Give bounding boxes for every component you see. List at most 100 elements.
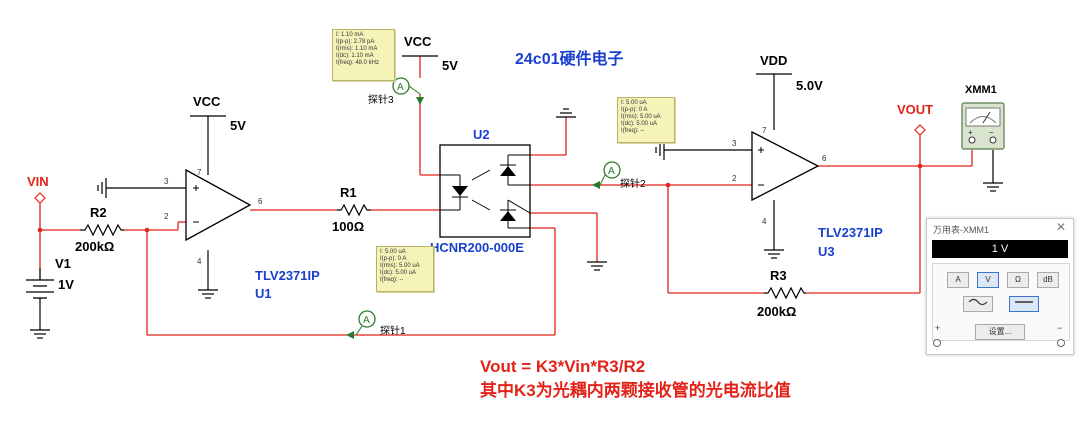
opamp-u1[interactable] bbox=[185, 168, 252, 242]
vin-terminal[interactable] bbox=[34, 192, 46, 204]
page-title: 24c01硬件电子 bbox=[515, 49, 624, 68]
vdd-label: VDD bbox=[760, 53, 787, 68]
u3-pin-vn: 4 bbox=[762, 217, 767, 226]
resistor-r1[interactable] bbox=[337, 203, 371, 217]
black-wires bbox=[39, 55, 994, 330]
u3-part: TLV2371IP bbox=[818, 225, 883, 240]
probe3-line: I(dc): 1.10 mA bbox=[336, 53, 374, 59]
u2-part: HCNR200-000E bbox=[430, 240, 524, 255]
vcc1-label: VCC bbox=[193, 94, 221, 109]
u3-pin-inn: 2 bbox=[732, 174, 737, 183]
resistor-r3[interactable] bbox=[764, 286, 806, 300]
multimeter-window[interactable]: 万用表-XMM1 ✕ 1 V A V Ω dB 设置... + − bbox=[926, 218, 1074, 355]
optocoupler-u2[interactable] bbox=[439, 144, 531, 238]
opamp-u3[interactable] bbox=[751, 130, 820, 202]
u1-pin-vn: 4 bbox=[197, 257, 202, 266]
net-vout-label: VOUT bbox=[897, 102, 933, 117]
r3-ref: R3 bbox=[770, 268, 787, 283]
mode-v-button[interactable]: V bbox=[977, 272, 999, 288]
u1-part: TLV2371IP bbox=[255, 268, 320, 283]
probe3-readout: I: 1.10 mA I(p-p): 2.78 pA I(rms): 1.10 … bbox=[332, 29, 395, 81]
net-vin-label: VIN bbox=[27, 174, 49, 189]
settings-button[interactable]: 设置... bbox=[975, 324, 1025, 340]
multimeter-title: 万用表-XMM1 bbox=[933, 225, 989, 235]
formula-line2: 其中K3为光耦内两颗接收管的光电流比值 bbox=[480, 380, 791, 400]
probe1-readout: I: 5.00 uA I(p-p): 0 A I(rms): 5.00 uA I… bbox=[376, 246, 434, 292]
u3-pin-out: 6 bbox=[822, 154, 827, 163]
junctions bbox=[37, 163, 923, 233]
probe3-ammeter-symbol: A bbox=[397, 82, 404, 93]
u3-pin-vp: 7 bbox=[762, 126, 767, 135]
u2-ref: U2 bbox=[473, 127, 490, 142]
ground-u3 bbox=[764, 249, 784, 259]
meter-plus-terminal[interactable] bbox=[933, 339, 941, 347]
probe1-line: I: 5.00 uA bbox=[380, 249, 406, 255]
close-icon[interactable]: ✕ bbox=[1055, 220, 1066, 234]
r1-ref: R1 bbox=[340, 185, 357, 200]
probe1-line: I(dc): 5.00 uA bbox=[380, 270, 417, 276]
r1-value: 100Ω bbox=[332, 219, 364, 234]
grounds bbox=[30, 108, 1003, 339]
u3-pin-inp: 3 bbox=[732, 139, 737, 148]
ground-v1 bbox=[30, 329, 50, 339]
xmm1-ref: XMM1 bbox=[965, 84, 997, 96]
probe1-line: I(freq): -- bbox=[380, 277, 404, 283]
ground-u2-bottom bbox=[587, 261, 607, 271]
probe3-line: I(rms): 1.10 mA bbox=[336, 46, 378, 52]
ground-u1-inp bbox=[97, 178, 107, 198]
probe3-line: I: 1.10 mA bbox=[336, 32, 364, 38]
probe3-line: I(p-p): 2.78 pA bbox=[336, 39, 375, 45]
xmm-plus-label: + bbox=[968, 128, 973, 137]
u1-pin-vp: 7 bbox=[197, 168, 202, 177]
r3-value: 200kΩ bbox=[757, 304, 796, 319]
vout-terminal[interactable] bbox=[914, 124, 926, 136]
vcc2-value: 5V bbox=[442, 58, 458, 73]
v1-value: 1V bbox=[58, 277, 74, 292]
probe1-line: I(rms): 5.00 uA bbox=[380, 263, 420, 269]
probe2-line: I(freq): -- bbox=[621, 128, 645, 134]
mode-ohm-button[interactable]: Ω bbox=[1007, 272, 1029, 288]
probe2-ammeter[interactable]: A bbox=[592, 161, 621, 189]
dc-mode-button[interactable] bbox=[1009, 296, 1039, 312]
u1-pin-inn: 2 bbox=[164, 212, 169, 221]
xmm-minus-label: − bbox=[989, 128, 994, 137]
r2-ref: R2 bbox=[90, 205, 107, 220]
u1-pin-inp: 3 bbox=[164, 177, 169, 186]
probe1-ammeter[interactable]: A bbox=[346, 310, 376, 339]
mode-db-button[interactable]: dB bbox=[1037, 272, 1059, 288]
probe1-ammeter-symbol: A bbox=[363, 315, 370, 326]
probe2-line: I: 5.00 uA bbox=[621, 100, 647, 106]
r2-value: 200kΩ bbox=[75, 239, 114, 254]
probe1-label: 探针1 bbox=[380, 324, 406, 337]
multimeter-xmm1-symbol[interactable]: + − bbox=[961, 102, 1005, 150]
wires bbox=[39, 56, 973, 336]
resistor-r2[interactable] bbox=[80, 223, 124, 237]
vcc1-value: 5V bbox=[230, 118, 246, 133]
probe2-ammeter-symbol: A bbox=[608, 166, 615, 177]
dc-line-icon bbox=[1015, 301, 1033, 303]
ground-u1 bbox=[198, 289, 218, 299]
ground-xmm bbox=[983, 182, 1003, 192]
probe2-line: I(dc): 5.00 uA bbox=[621, 121, 658, 127]
ac-mode-button[interactable] bbox=[963, 296, 993, 312]
probe2-readout: I: 5.00 uA I(p-p): 0 A I(rms): 5.00 uA I… bbox=[617, 97, 675, 143]
probe3-ammeter[interactable]: A bbox=[392, 77, 424, 105]
probe2-label: 探针2 bbox=[620, 177, 646, 190]
multimeter-panel: A V Ω dB 设置... bbox=[932, 263, 1070, 341]
probe3-label: 探针3 bbox=[368, 93, 394, 106]
probe3-line: I(freq): 48.0 kHz bbox=[336, 60, 380, 66]
battery-v1[interactable] bbox=[26, 268, 54, 300]
meter-plus-label: + bbox=[935, 323, 941, 333]
mode-a-button[interactable]: A bbox=[947, 272, 969, 288]
ground-u3-inp bbox=[655, 140, 665, 160]
u1-ref: U1 bbox=[255, 286, 272, 301]
u3-ref: U3 bbox=[818, 244, 835, 259]
v1-ref: V1 bbox=[55, 256, 71, 271]
u1-pin-out: 6 bbox=[258, 197, 263, 206]
multimeter-display: 1 V bbox=[932, 240, 1068, 258]
ac-wave-icon bbox=[968, 298, 988, 306]
meter-minus-label: − bbox=[1057, 323, 1063, 333]
meter-minus-terminal[interactable] bbox=[1057, 339, 1065, 347]
